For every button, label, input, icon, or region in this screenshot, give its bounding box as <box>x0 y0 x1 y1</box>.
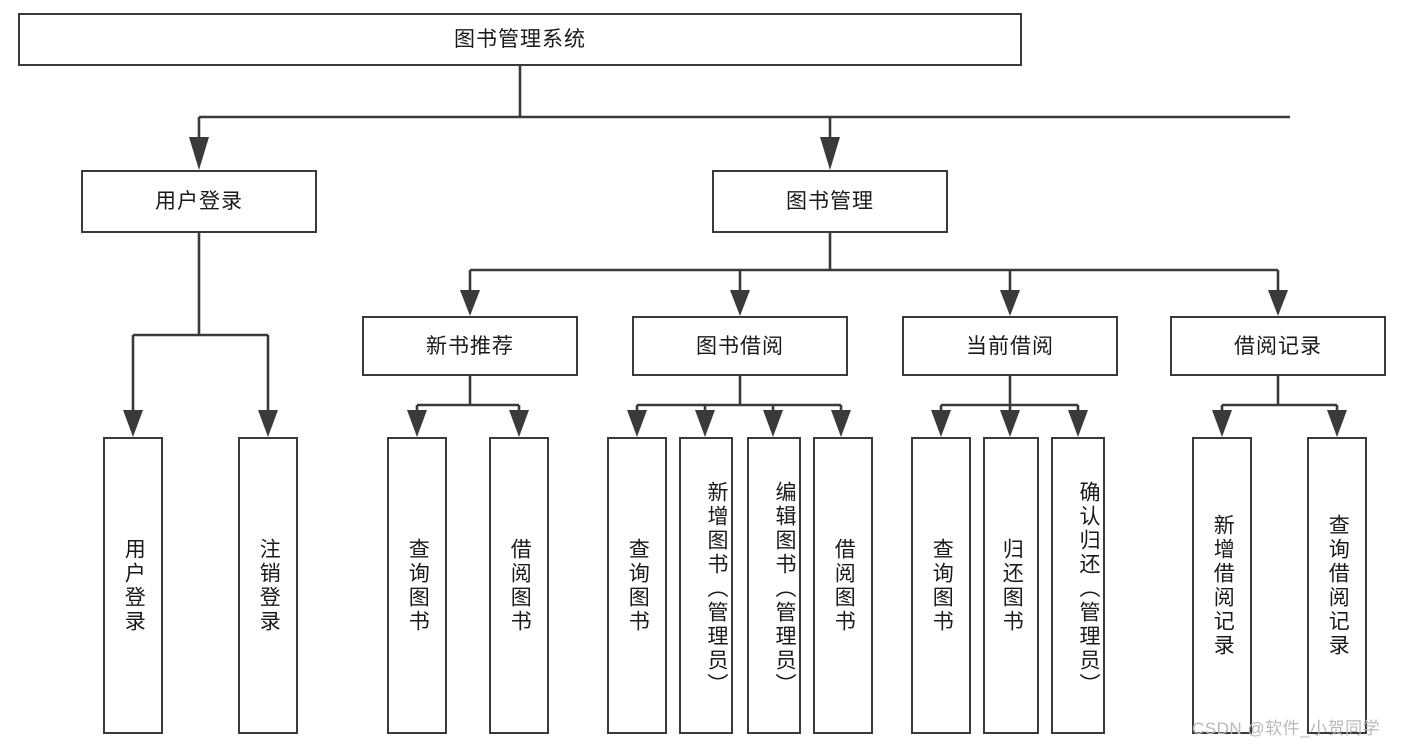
leaf-query-book-3[interactable]: 查询图书 <box>911 437 971 734</box>
leaf-query-book-2-label: 查询图书 <box>626 537 650 634</box>
node-current-borrow-label: 当前借阅 <box>966 334 1054 358</box>
leaf-borrow-book-2[interactable]: 借阅图书 <box>813 437 873 734</box>
leaf-return-book[interactable]: 归还图书 <box>983 437 1039 734</box>
leaf-query-book-2[interactable]: 查询图书 <box>607 437 667 734</box>
leaf-logout-login[interactable]: 注销登录 <box>238 437 298 734</box>
node-user-login-label: 用户登录 <box>155 190 243 213</box>
leaf-query-book-3-label: 查询图书 <box>930 537 954 634</box>
leaf-edit-book-label: 编辑图书（管理员） <box>773 480 796 697</box>
node-new-book-recommend-label: 新书推荐 <box>426 334 514 358</box>
node-current-borrow[interactable]: 当前借阅 <box>902 316 1118 376</box>
leaf-return-book-label: 归还图书 <box>1000 537 1024 634</box>
leaf-user-login-label: 用户登录 <box>122 537 146 634</box>
leaf-query-record-label: 查询借阅记录 <box>1326 513 1350 658</box>
csdn-watermark: CSDN @软件_小贺同学 <box>1192 719 1381 738</box>
leaf-confirm-return[interactable]: 确认归还（管理员） <box>1051 437 1105 734</box>
node-book-manage[interactable]: 图书管理 <box>712 170 948 233</box>
leaf-confirm-return-label: 确认归还（管理员） <box>1077 480 1100 697</box>
node-book-borrow-label: 图书借阅 <box>696 334 784 358</box>
leaf-edit-book[interactable]: 编辑图书（管理员） <box>747 437 801 734</box>
leaf-query-book-1-label: 查询图书 <box>406 537 430 634</box>
leaf-query-record[interactable]: 查询借阅记录 <box>1307 437 1367 734</box>
node-borrow-record-label: 借阅记录 <box>1234 334 1322 358</box>
leaf-add-book[interactable]: 新增图书（管理员） <box>679 437 733 734</box>
leaf-add-book-label: 新增图书（管理员） <box>705 480 728 697</box>
node-new-book-recommend[interactable]: 新书推荐 <box>362 316 578 376</box>
node-book-manage-label: 图书管理 <box>786 190 874 213</box>
node-root-label: 图书管理系统 <box>454 28 586 51</box>
leaf-query-book-1[interactable]: 查询图书 <box>387 437 447 734</box>
node-borrow-record[interactable]: 借阅记录 <box>1170 316 1386 376</box>
leaf-add-record[interactable]: 新增借阅记录 <box>1192 437 1252 734</box>
leaf-logout-login-label: 注销登录 <box>257 537 281 634</box>
node-user-login[interactable]: 用户登录 <box>81 170 317 233</box>
leaf-borrow-book-2-label: 借阅图书 <box>832 537 856 634</box>
leaf-user-login[interactable]: 用户登录 <box>103 437 163 734</box>
leaf-borrow-book-1-label: 借阅图书 <box>508 537 532 634</box>
leaf-borrow-book-1[interactable]: 借阅图书 <box>489 437 549 734</box>
node-root[interactable]: 图书管理系统 <box>18 13 1022 66</box>
node-book-borrow[interactable]: 图书借阅 <box>632 316 848 376</box>
leaf-add-record-label: 新增借阅记录 <box>1211 513 1235 658</box>
